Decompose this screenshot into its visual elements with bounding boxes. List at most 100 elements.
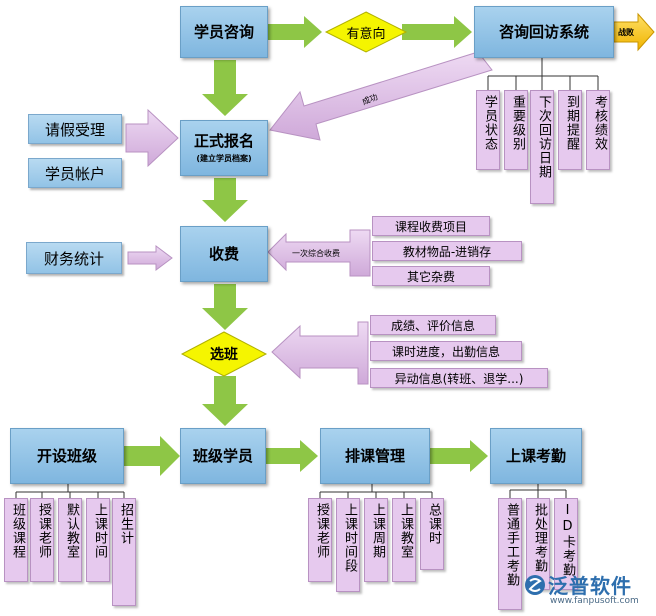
- schedule-item-teacher[interactable]: 授课老师: [308, 498, 332, 582]
- fanpusoft-logo-url: www.fanpusoft.com: [550, 596, 639, 606]
- attendance-tree-lines: [509, 484, 567, 498]
- open-class-item-time[interactable]: 上课时间: [86, 498, 110, 582]
- consult-item-label: 学员状态: [482, 95, 497, 151]
- choose-class-diamond[interactable]: 选班: [182, 332, 266, 376]
- info-item-progress[interactable]: 课时进度，出勤信息: [370, 341, 522, 361]
- consult-system-node[interactable]: 咨询回访系统: [474, 6, 614, 58]
- fee-item-label: 课程收费项目: [394, 219, 467, 234]
- formal-enroll-label: 正式报名: [193, 132, 254, 150]
- info-item-changes[interactable]: 异动信息(转班、退学...): [370, 368, 548, 388]
- attendance-item-label: 普通手工考勤: [504, 503, 519, 587]
- open-class-item-label: 授课老师: [36, 503, 51, 559]
- fail-label: 战败: [618, 28, 634, 37]
- fee-node[interactable]: 收费: [180, 226, 268, 282]
- consult-tree-lines: [487, 58, 599, 90]
- fanpusoft-logo: 泛普软件 www.fanpusoft.com: [524, 570, 652, 614]
- consult-item-level[interactable]: 重要级别: [504, 90, 528, 170]
- schedule-item-label: 总课时: [426, 503, 441, 545]
- consult-system-label: 咨询回访系统: [498, 23, 589, 41]
- formal-enroll-node[interactable]: 正式报名 (建立学员档案): [180, 120, 268, 176]
- attendance-item-idcard[interactable]: ID卡考勤: [554, 498, 578, 590]
- info-item-label: 成绩、评价信息: [390, 318, 475, 333]
- account-box[interactable]: 学员帐户: [28, 158, 122, 188]
- schedule-item-label: 上课时间段: [342, 503, 357, 573]
- schedule-item-label: 上课教室: [398, 503, 413, 559]
- consult-item-label: 重要级别: [510, 95, 525, 151]
- attendance-item-label: 批处理考勤: [532, 503, 547, 573]
- arrow-fail: [613, 12, 655, 52]
- arrow-class-to-schedule: [266, 440, 318, 472]
- class-students-node[interactable]: 班级学员: [180, 428, 266, 484]
- consult-item-next-visit[interactable]: 下次回访日期: [530, 90, 554, 204]
- open-class-item-label: 默认教室: [64, 503, 79, 559]
- consult-item-status[interactable]: 学员状态: [476, 90, 500, 170]
- student-consult-label: 学员咨询: [193, 23, 254, 41]
- schedule-item-cycle[interactable]: 上课周期: [364, 498, 388, 582]
- attendance-item-batch[interactable]: 批处理考勤: [526, 498, 550, 590]
- choose-class-label: 选班: [210, 347, 238, 363]
- open-class-item-label: 上课时间: [92, 503, 107, 559]
- attendance-item-label: ID卡考勤: [560, 503, 575, 577]
- fee-item-label: 教材物品-进销存: [402, 244, 492, 259]
- finance-label: 财务统计: [43, 249, 104, 268]
- schedule-item-period[interactable]: 上课时间段: [336, 498, 360, 592]
- attendance-node[interactable]: 上课考勤: [490, 428, 582, 484]
- fanpusoft-logo-icon: [525, 575, 545, 595]
- consult-item-label: 考核绩效: [592, 95, 607, 151]
- class-students-label: 班级学员: [192, 447, 253, 465]
- leave-box[interactable]: 请假受理: [28, 114, 122, 144]
- open-class-item-label: 招生计划...: [118, 503, 133, 545]
- student-consult-node[interactable]: 学员咨询: [180, 6, 268, 58]
- fee-item-label: 其它杂费: [406, 269, 455, 284]
- arrow-info-to-choose: [271, 321, 369, 385]
- fee-item-course[interactable]: 课程收费项目: [372, 216, 490, 236]
- intent-diamond[interactable]: 有意向: [326, 12, 406, 52]
- schedule-item-label: 授课老师: [314, 503, 329, 559]
- info-item-grades[interactable]: 成绩、评价信息: [370, 315, 496, 335]
- attendance-item-manual[interactable]: 普通手工考勤: [498, 498, 522, 610]
- one-time-fee-label: 一次综合收费: [292, 249, 340, 258]
- intent-label: 有意向: [346, 26, 386, 42]
- arrow-consult-to-enroll: [202, 60, 248, 116]
- arrow-open-to-class: [124, 436, 180, 476]
- arrow-finance-to-fee: [127, 245, 173, 271]
- arrow-consult-to-intent: [268, 16, 322, 48]
- arrow-choose-to-class: [202, 376, 248, 426]
- consult-item-reminder[interactable]: 到期提醒: [558, 90, 582, 170]
- fee-item-other[interactable]: 其它杂费: [372, 266, 490, 286]
- schedule-mgmt-label: 排课管理: [344, 447, 405, 465]
- open-class-item-plan[interactable]: 招生计划...: [112, 498, 136, 606]
- arrow-success-return: [269, 51, 493, 141]
- schedule-tree-lines: [319, 484, 433, 498]
- open-class-item-course[interactable]: 班级课程: [4, 498, 28, 582]
- arrow-intent-to-system: [402, 16, 472, 48]
- arrow-feeitems-to-fee: [267, 229, 371, 277]
- intent-diamond-shape: [324, 11, 408, 53]
- open-class-item-room[interactable]: 默认教室: [58, 498, 82, 582]
- arrow-schedule-to-attendance: [430, 440, 488, 472]
- consult-item-label: 下次回访日期: [536, 95, 551, 179]
- schedule-item-total-hours[interactable]: 总课时: [420, 498, 444, 570]
- fee-item-materials[interactable]: 教材物品-进销存: [372, 241, 522, 261]
- arrow-enroll-to-fee: [202, 178, 248, 222]
- fee-label: 收费: [208, 245, 239, 263]
- open-class-tree-lines: [15, 484, 125, 498]
- schedule-mgmt-node[interactable]: 排课管理: [320, 428, 430, 484]
- consult-item-performance[interactable]: 考核绩效: [586, 90, 610, 170]
- info-item-label: 课时进度，出勤信息: [391, 344, 500, 359]
- open-class-item-label: 班级课程: [10, 503, 25, 559]
- arrow-fee-to-choose: [202, 284, 248, 330]
- schedule-item-label: 上课周期: [370, 503, 385, 559]
- formal-enroll-sublabel: (建立学员档案): [196, 154, 252, 163]
- open-class-label: 开设班级: [36, 447, 97, 465]
- account-label: 学员帐户: [44, 164, 105, 183]
- open-class-node[interactable]: 开设班级: [10, 428, 124, 484]
- choose-class-diamond-shape: [180, 331, 268, 377]
- open-class-item-teacher[interactable]: 授课老师: [30, 498, 54, 582]
- consult-item-label: 到期提醒: [564, 95, 579, 151]
- leave-label: 请假受理: [44, 120, 105, 139]
- schedule-item-room[interactable]: 上课教室: [392, 498, 416, 582]
- finance-box[interactable]: 财务统计: [26, 242, 122, 274]
- arrow-side-to-enroll: [125, 108, 179, 168]
